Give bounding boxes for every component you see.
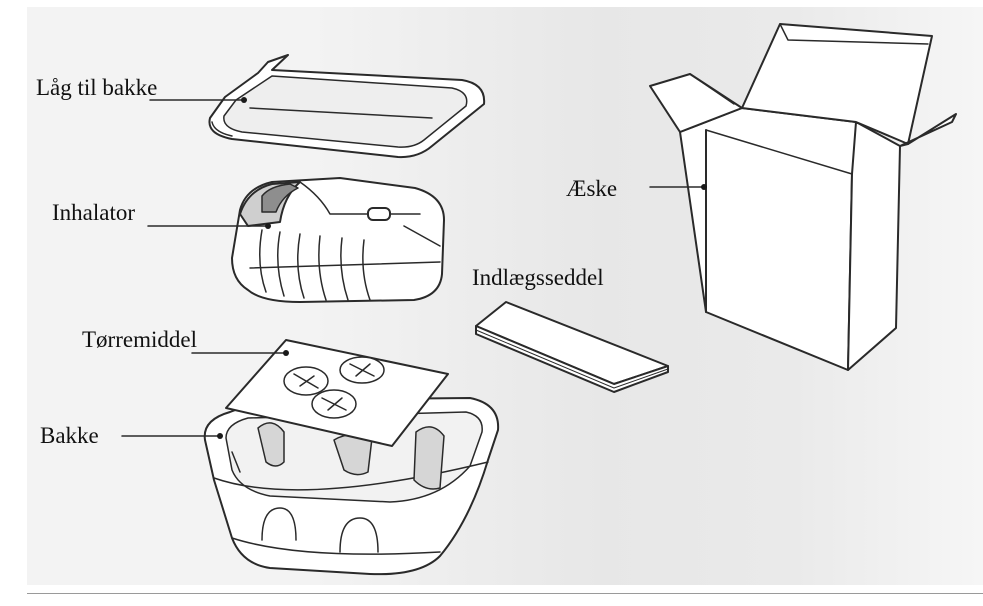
leader-lines	[121, 99, 705, 437]
tray-illustration	[203, 397, 500, 576]
desiccant-illustration	[225, 339, 449, 447]
inhaler-illustration	[231, 177, 445, 303]
desiccant-label: Tørremiddel	[82, 327, 197, 352]
box-illustration	[649, 23, 957, 371]
lid-label: Låg til bakke	[36, 75, 158, 100]
leaflet-label: Indlægsseddel	[472, 265, 604, 290]
tray-lid-illustration	[208, 54, 486, 159]
tray-label: Bakke	[40, 423, 99, 448]
box-label: Æske	[566, 176, 618, 201]
leader-dots	[217, 97, 707, 439]
inhaler-label: Inhalator	[52, 200, 136, 225]
leaflet-illustration	[475, 301, 669, 393]
bottom-divider	[27, 593, 983, 594]
